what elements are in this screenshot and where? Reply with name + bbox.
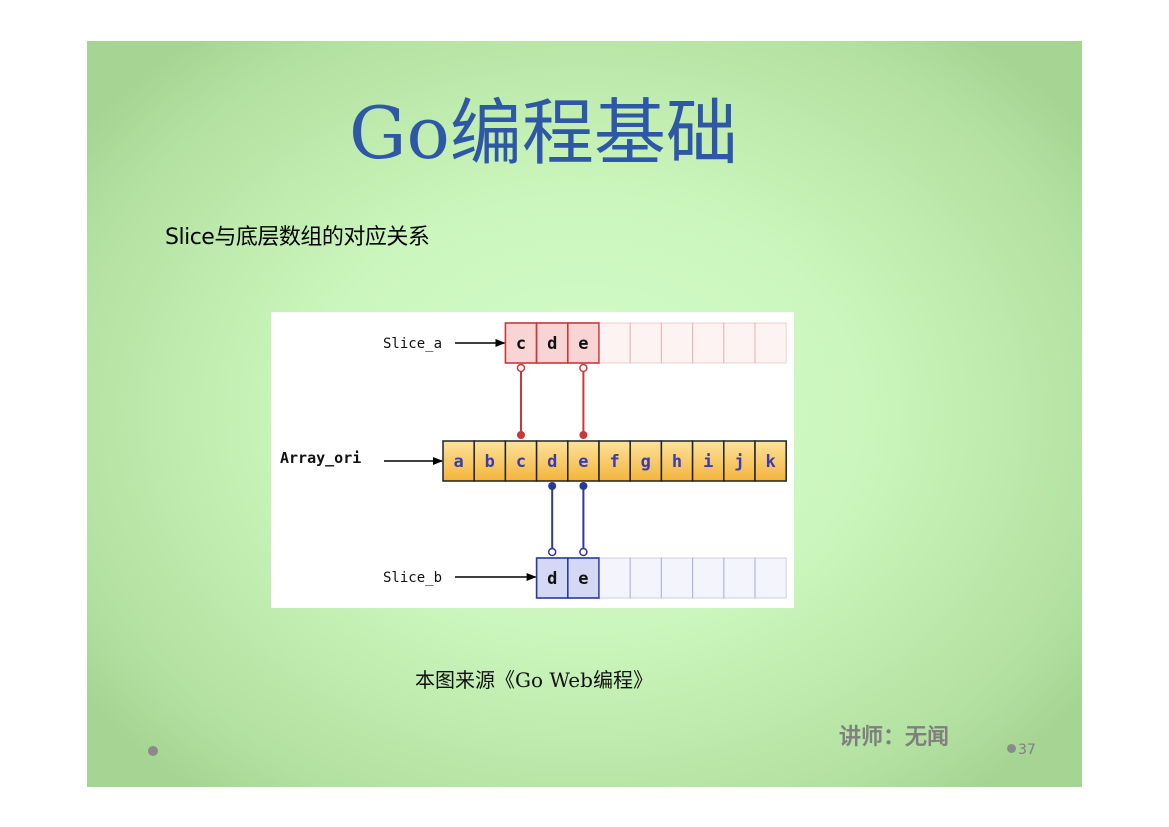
slice-capacity-cell [692,322,725,364]
array-cell [598,440,631,482]
slice-capacity-cell [660,557,694,599]
slice-capacity-cell [754,322,787,364]
array-cell [504,440,538,482]
array-cell-letter: j [734,452,744,472]
bullet-dot [148,746,158,756]
array-cell-letter: f [609,452,619,472]
slice-capacity-cell [723,557,756,599]
array-cell [442,440,475,482]
slice-cell-letter: c [516,334,526,354]
slice-b-connector-end [579,547,588,557]
array-cell [723,440,756,482]
slice-capacity-cell [629,557,663,599]
slice-capacity-cell [629,322,663,364]
array-cell [473,440,507,482]
page-number: 37 [1007,742,1036,758]
slice-cell-letter: d [547,334,557,354]
array-cell-letter: h [672,452,682,472]
slice-b-connector-dot [579,482,588,490]
figure-caption: 本图来源《Go Web编程》 [415,668,653,692]
array-cell-letter: k [765,452,775,472]
array-cell-letter: a [453,452,463,472]
slice-cell [566,557,600,599]
slice-a-connector-dot [517,431,525,439]
slice-cell [566,322,600,364]
array-cell-letter: c [516,452,526,472]
array-cell-letter: g [641,452,651,472]
slice-cell-letter: e [578,334,588,354]
slice-b-label: Slice_b [383,570,442,586]
bullet-dot [1007,744,1016,753]
array-cell-letter: d [547,452,557,472]
slide-subtitle: Slice与底层数组的对应关系 [165,225,430,250]
slice-cell [504,322,538,364]
lecturer-credit: 讲师：无闻 [839,725,950,750]
slice-a-connector-end [579,363,588,373]
slice-cell [535,322,569,364]
slice-a-connector-dot [579,431,588,439]
slice-capacity-cell [754,557,787,599]
array-cell-letter: i [703,452,713,472]
slice-capacity-cell [692,557,725,599]
slice-capacity-cell [598,557,631,599]
slice-b-connector-dot [548,482,557,490]
slice-b-connector-end [547,547,557,557]
array-ori-label: Array_ori [280,449,361,467]
array-cell [629,440,663,482]
array-cell-letter: b [485,452,495,472]
slice-capacity-cell [598,322,631,364]
slice-a-connector-end [516,363,526,373]
array-cell [754,440,787,482]
array-cell [691,440,725,482]
slice-a-label: Slice_a [383,336,442,352]
array-cell-letter: e [578,452,588,472]
slice-cell-letter: e [578,569,588,589]
page-number-value: 37 [1018,742,1036,758]
slice-cell-letter: d [547,569,557,589]
slice-capacity-cell [660,322,694,364]
array-cell [660,440,694,482]
slide-title: Go编程基础 [349,91,738,175]
array-cell [567,440,600,482]
slice-capacity-cell [723,322,756,364]
